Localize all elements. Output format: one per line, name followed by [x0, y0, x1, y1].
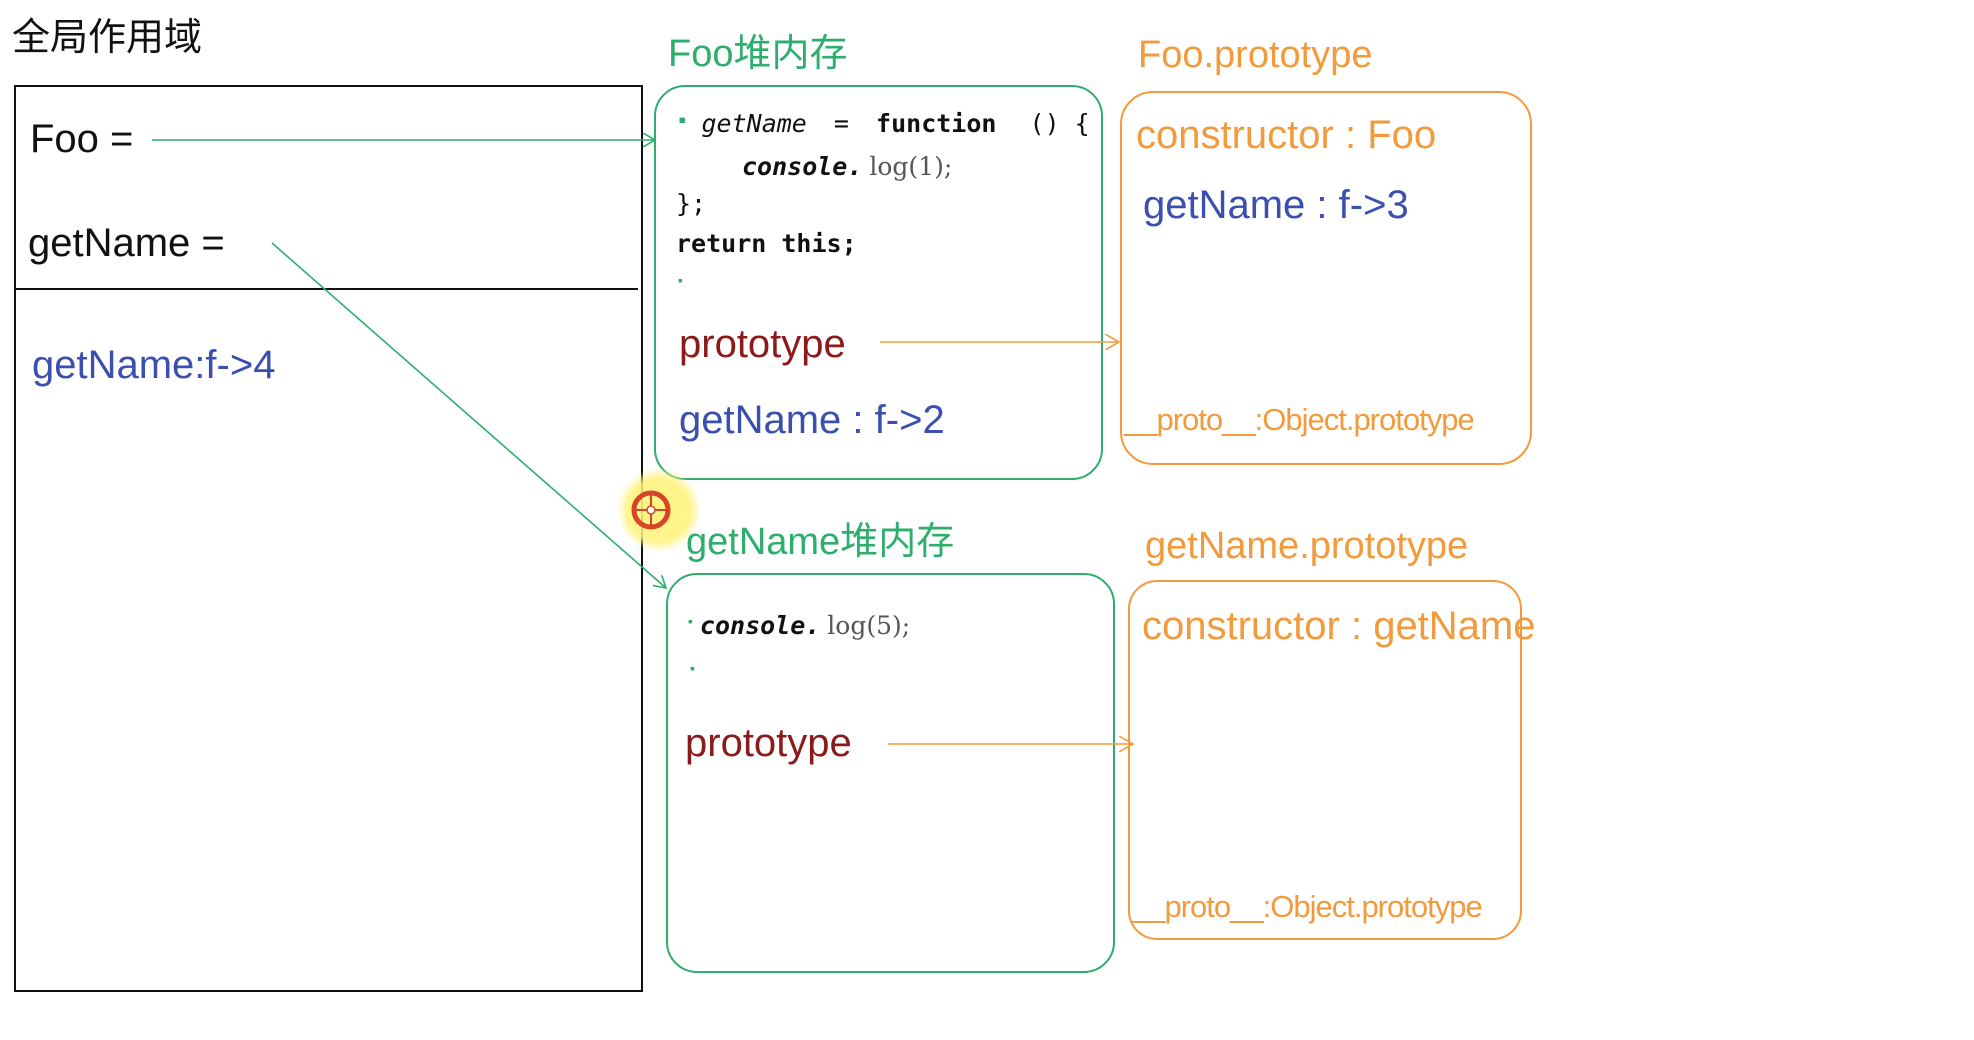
foo-heap-prototype-label: prototype [679, 322, 846, 366]
code-log-call: log(1); [869, 152, 952, 181]
getname-heap-prototype-label: prototype [685, 721, 852, 765]
getname-heap-code-dot: ▪ [690, 660, 695, 676]
foo-heap-code-dot: ▪ [678, 272, 683, 288]
getname-global-value: getName:f->4 [32, 343, 275, 387]
foo-prototype-getname-prop: getName : f->3 [1143, 183, 1409, 227]
foo-heap-code-line1: ▪ getName = function () { [678, 101, 1090, 138]
foo-variable-label: Foo = [30, 117, 133, 161]
foo-heap-getname-prop: getName : f->2 [679, 398, 945, 442]
code-dot: ▪ [678, 112, 686, 128]
foo-heap-code-line4: return this; [676, 229, 857, 258]
code-function-keyword: function [876, 109, 996, 138]
code-getname-var: getName [702, 109, 807, 138]
getname-heap-title: getName堆内存 [686, 521, 954, 563]
code-dot: ▪ [688, 613, 693, 629]
foo-heap-code-line2: console. log(1); [742, 152, 952, 181]
foo-heap-box [654, 85, 1103, 480]
getname-prototype-title: getName.prototype [1145, 525, 1468, 567]
getname-heap-box [666, 573, 1115, 973]
getname-to-heap-arrow [271, 242, 666, 588]
foo-prototype-proto: __proto__:Object.prototype [1123, 402, 1474, 437]
foo-prototype-constructor: constructor : Foo [1136, 113, 1436, 157]
getname-prototype-box [1128, 580, 1522, 940]
foo-heap-code-line3: }; [676, 189, 706, 218]
getname-prototype-proto: __proto__:Object.prototype [1131, 889, 1482, 924]
code-function-rest: () { [1030, 109, 1090, 138]
foo-heap-title: Foo堆内存 [668, 33, 847, 75]
code-log-call: log(5); [827, 611, 910, 640]
getname-heap-code-line: ▪ console. log(5); [688, 604, 910, 640]
mouse-cursor-highlight [617, 468, 701, 552]
getname-variable-label: getName = [28, 221, 225, 265]
global-scope-title: 全局作用域 [12, 17, 202, 59]
code-equals: = [834, 109, 849, 138]
foo-prototype-box [1120, 91, 1532, 465]
code-console-obj: console. [742, 152, 862, 181]
code-console-obj: console. [700, 611, 820, 640]
getname-prototype-constructor: constructor : getName [1142, 604, 1536, 648]
foo-prototype-title: Foo.prototype [1138, 34, 1372, 76]
